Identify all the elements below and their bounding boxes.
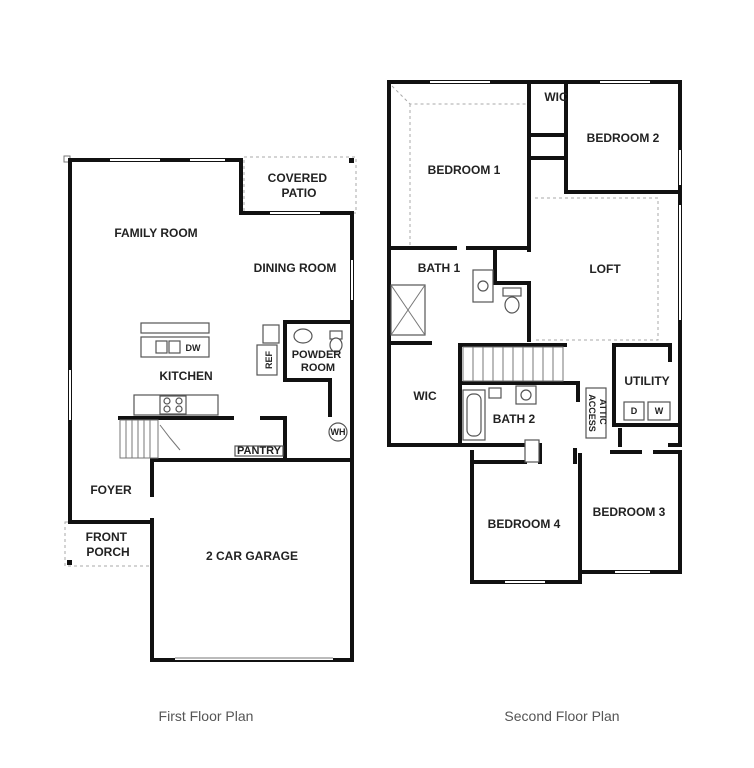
pantry-label: PANTRY [237,445,282,457]
powder-room-label: POWDER ROOM [292,349,345,374]
sink-basin [168,340,181,354]
refrigerator [256,344,278,376]
kitchen-island-top [140,322,210,334]
bath2-north-wall [458,381,580,402]
sink [293,328,313,344]
bedroom-1-label: BEDROOM 1 [428,163,501,177]
covered-patio-label: COVERED PATIO [268,171,331,200]
loft-label: LOFT [589,262,621,276]
toilet-bowl [504,296,520,314]
utility-walls [612,343,682,427]
linen [524,439,540,463]
wic-closet [527,133,568,160]
stair-rail [159,424,181,451]
attic-access-text: ATTIC ACCESS [587,394,608,432]
burner [175,405,183,413]
dryer-label: D [631,406,638,416]
dishwasher-label: DW [186,343,201,353]
attic-access-label: ATTIC ACCESS [587,394,608,432]
burner [163,405,171,413]
washer [647,401,671,421]
toilet-bowl [329,337,343,353]
water-heater-label: WH [331,427,346,437]
first-floor-caption: First Floor Plan [159,708,254,724]
second-floor-exterior-west [387,80,462,447]
counter [262,324,280,344]
burner [175,397,183,405]
tub-basin [466,393,482,437]
front-porch-label: FRONT PORCH [86,530,131,559]
loft-ceiling-line [535,197,659,341]
porch-post [67,560,72,565]
kitchen-label: KITCHEN [159,369,212,383]
bedroom3-east-wall [578,450,682,574]
stair-treads [472,347,554,381]
bath1-toilet-wall [493,248,531,342]
sink [477,280,489,292]
toilet-tank [502,287,522,297]
wic-left-label: WIC [413,389,437,403]
pantry-shelf [234,445,284,457]
sink-basin [520,389,532,401]
utility-label: UTILITY [624,374,669,388]
bath-1-label: BATH 1 [418,261,461,275]
wic-top-label: WIC [544,90,568,104]
stairs [119,419,159,459]
shower-mark [390,284,426,336]
front-porch-outline [64,521,152,567]
powder-west-wall [283,320,332,382]
toilet [488,387,502,399]
first-floor-exterior-wall [68,158,354,662]
dryer [623,401,645,421]
bedroom-2-label: BEDROOM 2 [587,131,660,145]
foyer-label: FOYER [90,483,132,497]
utility-north-wall [612,343,672,362]
family-room-label: FAMILY ROOM [114,226,197,240]
washer-label: W [655,406,664,416]
covered-patio-outline [243,156,357,214]
burner [163,397,171,405]
bath-2-label: BATH 2 [493,412,536,426]
bath2-south-wall [458,443,542,464]
second-floor-caption: Second Floor Plan [504,708,619,724]
first-floor-west-wall [68,158,154,524]
dining-room-label: DINING ROOM [254,261,337,275]
bedroom-4-label: BEDROOM 4 [488,517,561,531]
sink-basin [155,340,168,354]
cooktop [159,395,187,415]
ceiling-line [391,85,526,105]
refrigerator-label: REF [264,350,274,369]
bedroom-3-label: BEDROOM 3 [593,505,666,519]
garage-label: 2 CAR GARAGE [206,549,298,563]
attic-access-hatch [585,387,607,439]
second-floor-plan: WIC BEDROOM 2 BEDROOM 1 BATH 1 LOFT WIC … [387,80,682,584]
water-heater [328,422,348,442]
first-floor-plan: COVERED PATIO FAMILY ROOM DINING ROOM DW… [63,155,357,662]
bedroom2-walls [564,80,682,194]
patio-post [349,158,354,163]
